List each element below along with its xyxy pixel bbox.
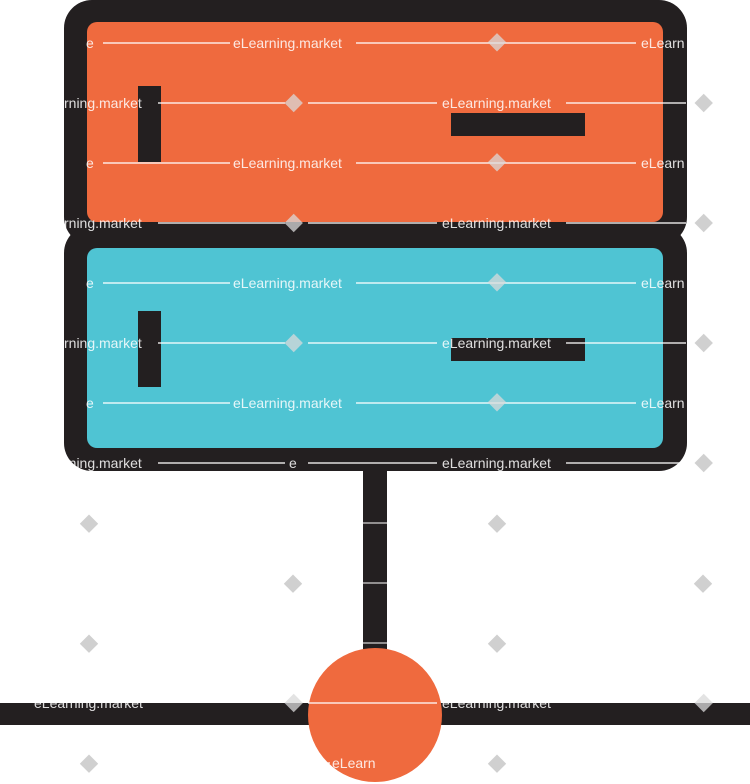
- watermark-diamond-icon: [487, 153, 507, 172]
- server-unit-top-slot-vertical: [138, 86, 161, 162]
- watermark-diamond-icon: [694, 93, 713, 113]
- watermark-text: eLearn: [641, 395, 685, 411]
- watermark-text: eLearning.market: [34, 695, 143, 711]
- server-unit-bottom-panel: [87, 248, 663, 448]
- server-unit-top-slot-horizontal: [451, 113, 585, 136]
- watermark-mark-letter: e: [86, 395, 94, 411]
- watermark-text: eLearning.market: [233, 395, 342, 411]
- watermark-text: eLearning.market: [442, 695, 551, 711]
- watermark-text: rning.market: [64, 215, 142, 231]
- watermark-row: rning.market e eLearning.market: [64, 453, 713, 473]
- watermark-diamond-icon: [79, 634, 99, 653]
- watermark-text: eLearning.market: [442, 95, 551, 111]
- watermark-diamond-icon: [694, 453, 713, 473]
- watermark-diamond-icon: [694, 213, 713, 233]
- watermark-row: eLearning.market e eLearn: [86, 33, 685, 52]
- watermark-mark-letter: e: [86, 275, 94, 291]
- watermark-diamond-icon: [284, 213, 303, 233]
- watermark-diamond-icon: [79, 754, 99, 773]
- watermark-layer: eLearning.market e eLearn rning.market e…: [34, 33, 713, 773]
- watermark-diamond-icon: [487, 273, 507, 292]
- watermark-diamond-icon: [487, 33, 507, 52]
- watermark-text: eLearning.market: [233, 275, 342, 291]
- watermark-diamond-icon: [694, 333, 713, 353]
- network-cable: [363, 462, 387, 662]
- watermark-text: eLearn: [641, 155, 685, 171]
- watermark-mark-letter: e: [86, 155, 94, 171]
- watermark-text: rning.market: [64, 455, 142, 471]
- watermark-diamond-icon: [283, 574, 303, 593]
- server-unit-bottom-slot-horizontal: [451, 338, 585, 361]
- watermark-text: eLearning.market: [442, 335, 551, 351]
- server-unit-bottom-slot-vertical: [138, 311, 161, 387]
- watermark-diamond-icon: [487, 754, 507, 773]
- watermark-row: eLearning.market eLearning.market: [34, 693, 713, 713]
- watermark-row: rning.market eLearning.market: [64, 333, 713, 353]
- server-unit-top-panel: [87, 22, 663, 222]
- watermark-row: eLearning.market e eLearn: [86, 153, 685, 172]
- watermark-diamond-icon: [487, 634, 507, 653]
- network-node: [308, 648, 442, 782]
- watermark-diamond-icon: [284, 333, 303, 353]
- watermark-diamond-icon: [487, 393, 507, 412]
- watermark-diamond-icon: [79, 514, 99, 533]
- watermark-text: rning.market: [64, 335, 142, 351]
- watermark-text: eLearning.market: [233, 35, 342, 51]
- watermark-diamond-icon: [693, 574, 713, 593]
- watermark-text: eLearning.market: [442, 215, 551, 231]
- watermark-diamond-icon: [487, 514, 507, 533]
- watermark-row: eLearning.market e eLearn: [86, 273, 685, 292]
- watermark-mark-letter: e: [289, 455, 297, 471]
- watermark-text: eLearn: [332, 755, 376, 771]
- watermark-text: eLearn: [641, 35, 685, 51]
- watermark-text: rning.market: [64, 95, 142, 111]
- watermark-row: rning.market eLearning.market: [64, 213, 713, 233]
- watermark-text: eLearning.market: [442, 455, 551, 471]
- watermark-text: eLearn: [641, 275, 685, 291]
- watermark-mark-letter: e: [86, 35, 94, 51]
- watermark-text: eLearning.market: [233, 155, 342, 171]
- watermark-row: eLearning.market e eLearn: [86, 393, 685, 412]
- watermark-diamond-icon: [694, 693, 713, 713]
- watermark-diamond-icon: [284, 693, 303, 713]
